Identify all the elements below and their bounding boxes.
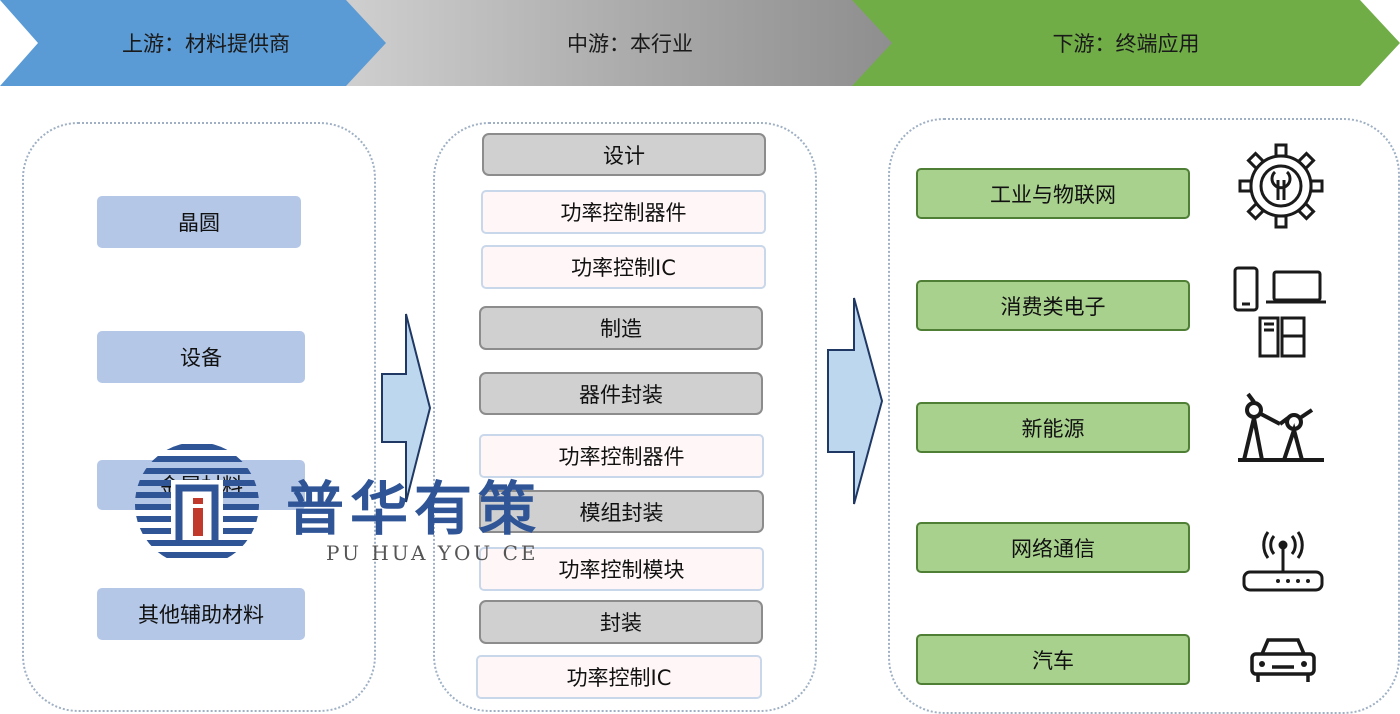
midstream-design-sub-1: 功率控制器件 bbox=[481, 190, 766, 234]
midstream-design: 设计 bbox=[482, 133, 766, 176]
midstream-design-sub-2: 功率控制IC bbox=[481, 245, 766, 289]
watermark-text: 普华有策 bbox=[286, 475, 543, 543]
gear-wrench-icon bbox=[1238, 143, 1324, 229]
downstream-header-label: 下游：终端应用 bbox=[1052, 32, 1200, 56]
midstream-module-packaging-sub: 功率控制模块 bbox=[479, 547, 764, 591]
downstream-item-consumer-electronics: 消费类电子 bbox=[916, 280, 1190, 331]
devices-icon bbox=[1233, 266, 1326, 358]
midstream-header: 中游：本行业 bbox=[346, 0, 896, 86]
car-icon bbox=[1250, 638, 1316, 682]
upstream-item-wafer: 晶圆 bbox=[97, 196, 301, 248]
router-icon bbox=[1242, 531, 1324, 592]
upstream-item-auxiliary: 其他辅助材料 bbox=[97, 588, 305, 640]
midstream-header-label: 中游：本行业 bbox=[567, 32, 693, 56]
midstream-packaging: 封装 bbox=[479, 600, 763, 644]
midstream-packaging-sub: 功率控制IC bbox=[476, 655, 762, 699]
midstream-device-packaging-sub: 功率控制器件 bbox=[479, 434, 764, 478]
upstream-header-label: 上游：材料提供商 bbox=[122, 32, 290, 56]
downstream-item-network-communication: 网络通信 bbox=[916, 522, 1190, 573]
midstream-module-packaging: 模组封装 bbox=[479, 490, 764, 533]
watermark-subtext: PU HUA YOU CE bbox=[326, 541, 539, 565]
watermark-logo-icon bbox=[135, 444, 259, 558]
wind-turbine-icon bbox=[1238, 392, 1324, 462]
midstream-device-packaging: 器件封装 bbox=[479, 372, 763, 415]
flow-arrow-right-icon bbox=[827, 297, 884, 505]
upstream-header: 上游：材料提供商 bbox=[0, 0, 388, 86]
downstream-item-new-energy: 新能源 bbox=[916, 402, 1190, 453]
downstream-header: 下游：终端应用 bbox=[852, 0, 1400, 86]
upstream-item-equipment: 设备 bbox=[97, 331, 305, 383]
midstream-manufacturing: 制造 bbox=[479, 306, 763, 350]
downstream-item-industrial-iot: 工业与物联网 bbox=[916, 168, 1190, 219]
flow-arrow-left-icon bbox=[381, 313, 432, 503]
downstream-item-automotive: 汽车 bbox=[916, 634, 1190, 685]
